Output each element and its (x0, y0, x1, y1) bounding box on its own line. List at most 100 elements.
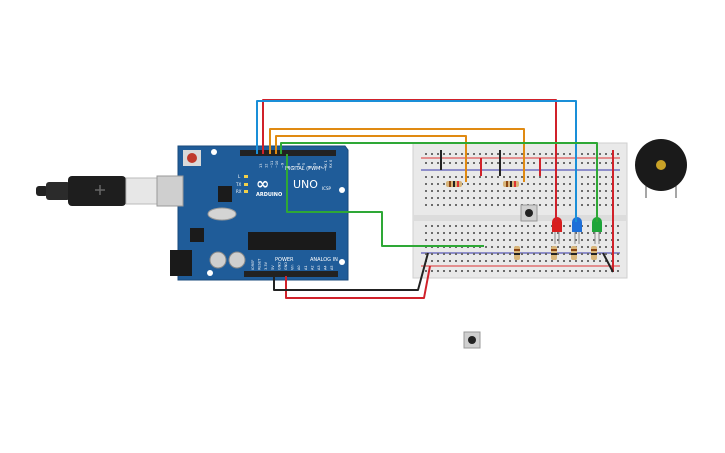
breadboard-hole[interactable] (581, 176, 583, 178)
breadboard-hole[interactable] (569, 176, 571, 178)
breadboard-hole[interactable] (539, 253, 541, 255)
breadboard-hole[interactable] (617, 176, 619, 178)
breadboard-hole[interactable] (485, 176, 487, 178)
breadboard-hole[interactable] (461, 260, 463, 262)
breadboard-hole[interactable] (431, 253, 433, 255)
breadboard-hole[interactable] (455, 176, 457, 178)
breadboard-hole[interactable] (557, 253, 559, 255)
breadboard-hole[interactable] (473, 176, 475, 178)
breadboard-hole[interactable] (503, 153, 505, 155)
breadboard-hole[interactable] (425, 232, 427, 234)
breadboard-hole[interactable] (491, 204, 493, 206)
breadboard-hole[interactable] (605, 197, 607, 199)
wire-red-5v[interactable] (285, 265, 431, 299)
breadboard-hole[interactable] (587, 162, 589, 164)
breadboard-hole[interactable] (593, 162, 595, 164)
breadboard-hole[interactable] (527, 253, 529, 255)
breadboard-hole[interactable] (485, 225, 487, 227)
breadboard-hole[interactable] (551, 197, 553, 199)
breadboard-hole[interactable] (551, 270, 553, 272)
breadboard-hole[interactable] (509, 260, 511, 262)
breadboard-hole[interactable] (545, 176, 547, 178)
breadboard-hole[interactable] (593, 197, 595, 199)
breadboard-hole[interactable] (443, 197, 445, 199)
breadboard-hole[interactable] (605, 239, 607, 241)
breadboard-hole[interactable] (533, 270, 535, 272)
breadboard-hole[interactable] (605, 270, 607, 272)
breadboard-hole[interactable] (503, 239, 505, 241)
breadboard-hole[interactable] (551, 260, 553, 262)
breadboard-hole[interactable] (593, 183, 595, 185)
breadboard-hole[interactable] (491, 232, 493, 234)
breadboard-hole[interactable] (497, 232, 499, 234)
breadboard-hole[interactable] (551, 183, 553, 185)
breadboard-hole[interactable] (551, 239, 553, 241)
breadboard-hole[interactable] (557, 183, 559, 185)
breadboard-hole[interactable] (431, 204, 433, 206)
breadboard-hole[interactable] (587, 239, 589, 241)
breadboard-hole[interactable] (527, 162, 529, 164)
breadboard-hole[interactable] (503, 162, 505, 164)
breadboard-hole[interactable] (431, 176, 433, 178)
breadboard-hole[interactable] (545, 253, 547, 255)
breadboard-hole[interactable] (569, 239, 571, 241)
breadboard-hole[interactable] (533, 225, 535, 227)
breadboard-hole[interactable] (479, 204, 481, 206)
breadboard-hole[interactable] (587, 246, 589, 248)
breadboard-hole[interactable] (539, 153, 541, 155)
breadboard-hole[interactable] (449, 239, 451, 241)
led-blue[interactable] (572, 217, 582, 244)
breadboard-hole[interactable] (545, 162, 547, 164)
breadboard-hole[interactable] (587, 190, 589, 192)
breadboard-hole[interactable] (545, 246, 547, 248)
breadboard-hole[interactable] (467, 162, 469, 164)
breadboard-hole[interactable] (437, 190, 439, 192)
breadboard-hole[interactable] (533, 260, 535, 262)
breadboard-hole[interactable] (431, 197, 433, 199)
breadboard-hole[interactable] (455, 197, 457, 199)
breadboard-hole[interactable] (491, 246, 493, 248)
breadboard-hole[interactable] (503, 204, 505, 206)
breadboard-hole[interactable] (545, 232, 547, 234)
breadboard-hole[interactable] (593, 204, 595, 206)
breadboard-hole[interactable] (497, 197, 499, 199)
breadboard-hole[interactable] (455, 153, 457, 155)
breadboard-hole[interactable] (515, 153, 517, 155)
breadboard-hole[interactable] (569, 232, 571, 234)
wire-green-d9[interactable] (280, 142, 598, 222)
breadboard-hole[interactable] (527, 270, 529, 272)
breadboard-hole[interactable] (467, 204, 469, 206)
breadboard-hole[interactable] (521, 197, 523, 199)
breadboard-hole[interactable] (599, 176, 601, 178)
breadboard-hole[interactable] (593, 176, 595, 178)
breadboard-hole[interactable] (461, 190, 463, 192)
breadboard-hole[interactable] (491, 183, 493, 185)
breadboard-hole[interactable] (431, 190, 433, 192)
breadboard-hole[interactable] (437, 176, 439, 178)
breadboard-hole[interactable] (509, 232, 511, 234)
breadboard-hole[interactable] (443, 253, 445, 255)
resistor[interactable] (551, 246, 557, 260)
breadboard-hole[interactable] (515, 225, 517, 227)
breadboard-hole[interactable] (551, 204, 553, 206)
breadboard-hole[interactable] (617, 197, 619, 199)
breadboard-hole[interactable] (593, 270, 595, 272)
breadboard-hole[interactable] (617, 246, 619, 248)
breadboard-hole[interactable] (461, 225, 463, 227)
breadboard-hole[interactable] (563, 197, 565, 199)
breadboard-hole[interactable] (431, 162, 433, 164)
breadboard-hole[interactable] (455, 162, 457, 164)
breadboard-hole[interactable] (443, 232, 445, 234)
breadboard-hole[interactable] (563, 176, 565, 178)
breadboard-hole[interactable] (425, 153, 427, 155)
breadboard-hole[interactable] (491, 260, 493, 262)
breadboard-hole[interactable] (509, 162, 511, 164)
breadboard-hole[interactable] (491, 197, 493, 199)
breadboard-hole[interactable] (599, 246, 601, 248)
breadboard-hole[interactable] (563, 232, 565, 234)
breadboard-hole[interactable] (539, 260, 541, 262)
breadboard-hole[interactable] (563, 190, 565, 192)
breadboard-hole[interactable] (569, 270, 571, 272)
usb-cable[interactable] (36, 176, 159, 206)
breadboard-hole[interactable] (617, 183, 619, 185)
